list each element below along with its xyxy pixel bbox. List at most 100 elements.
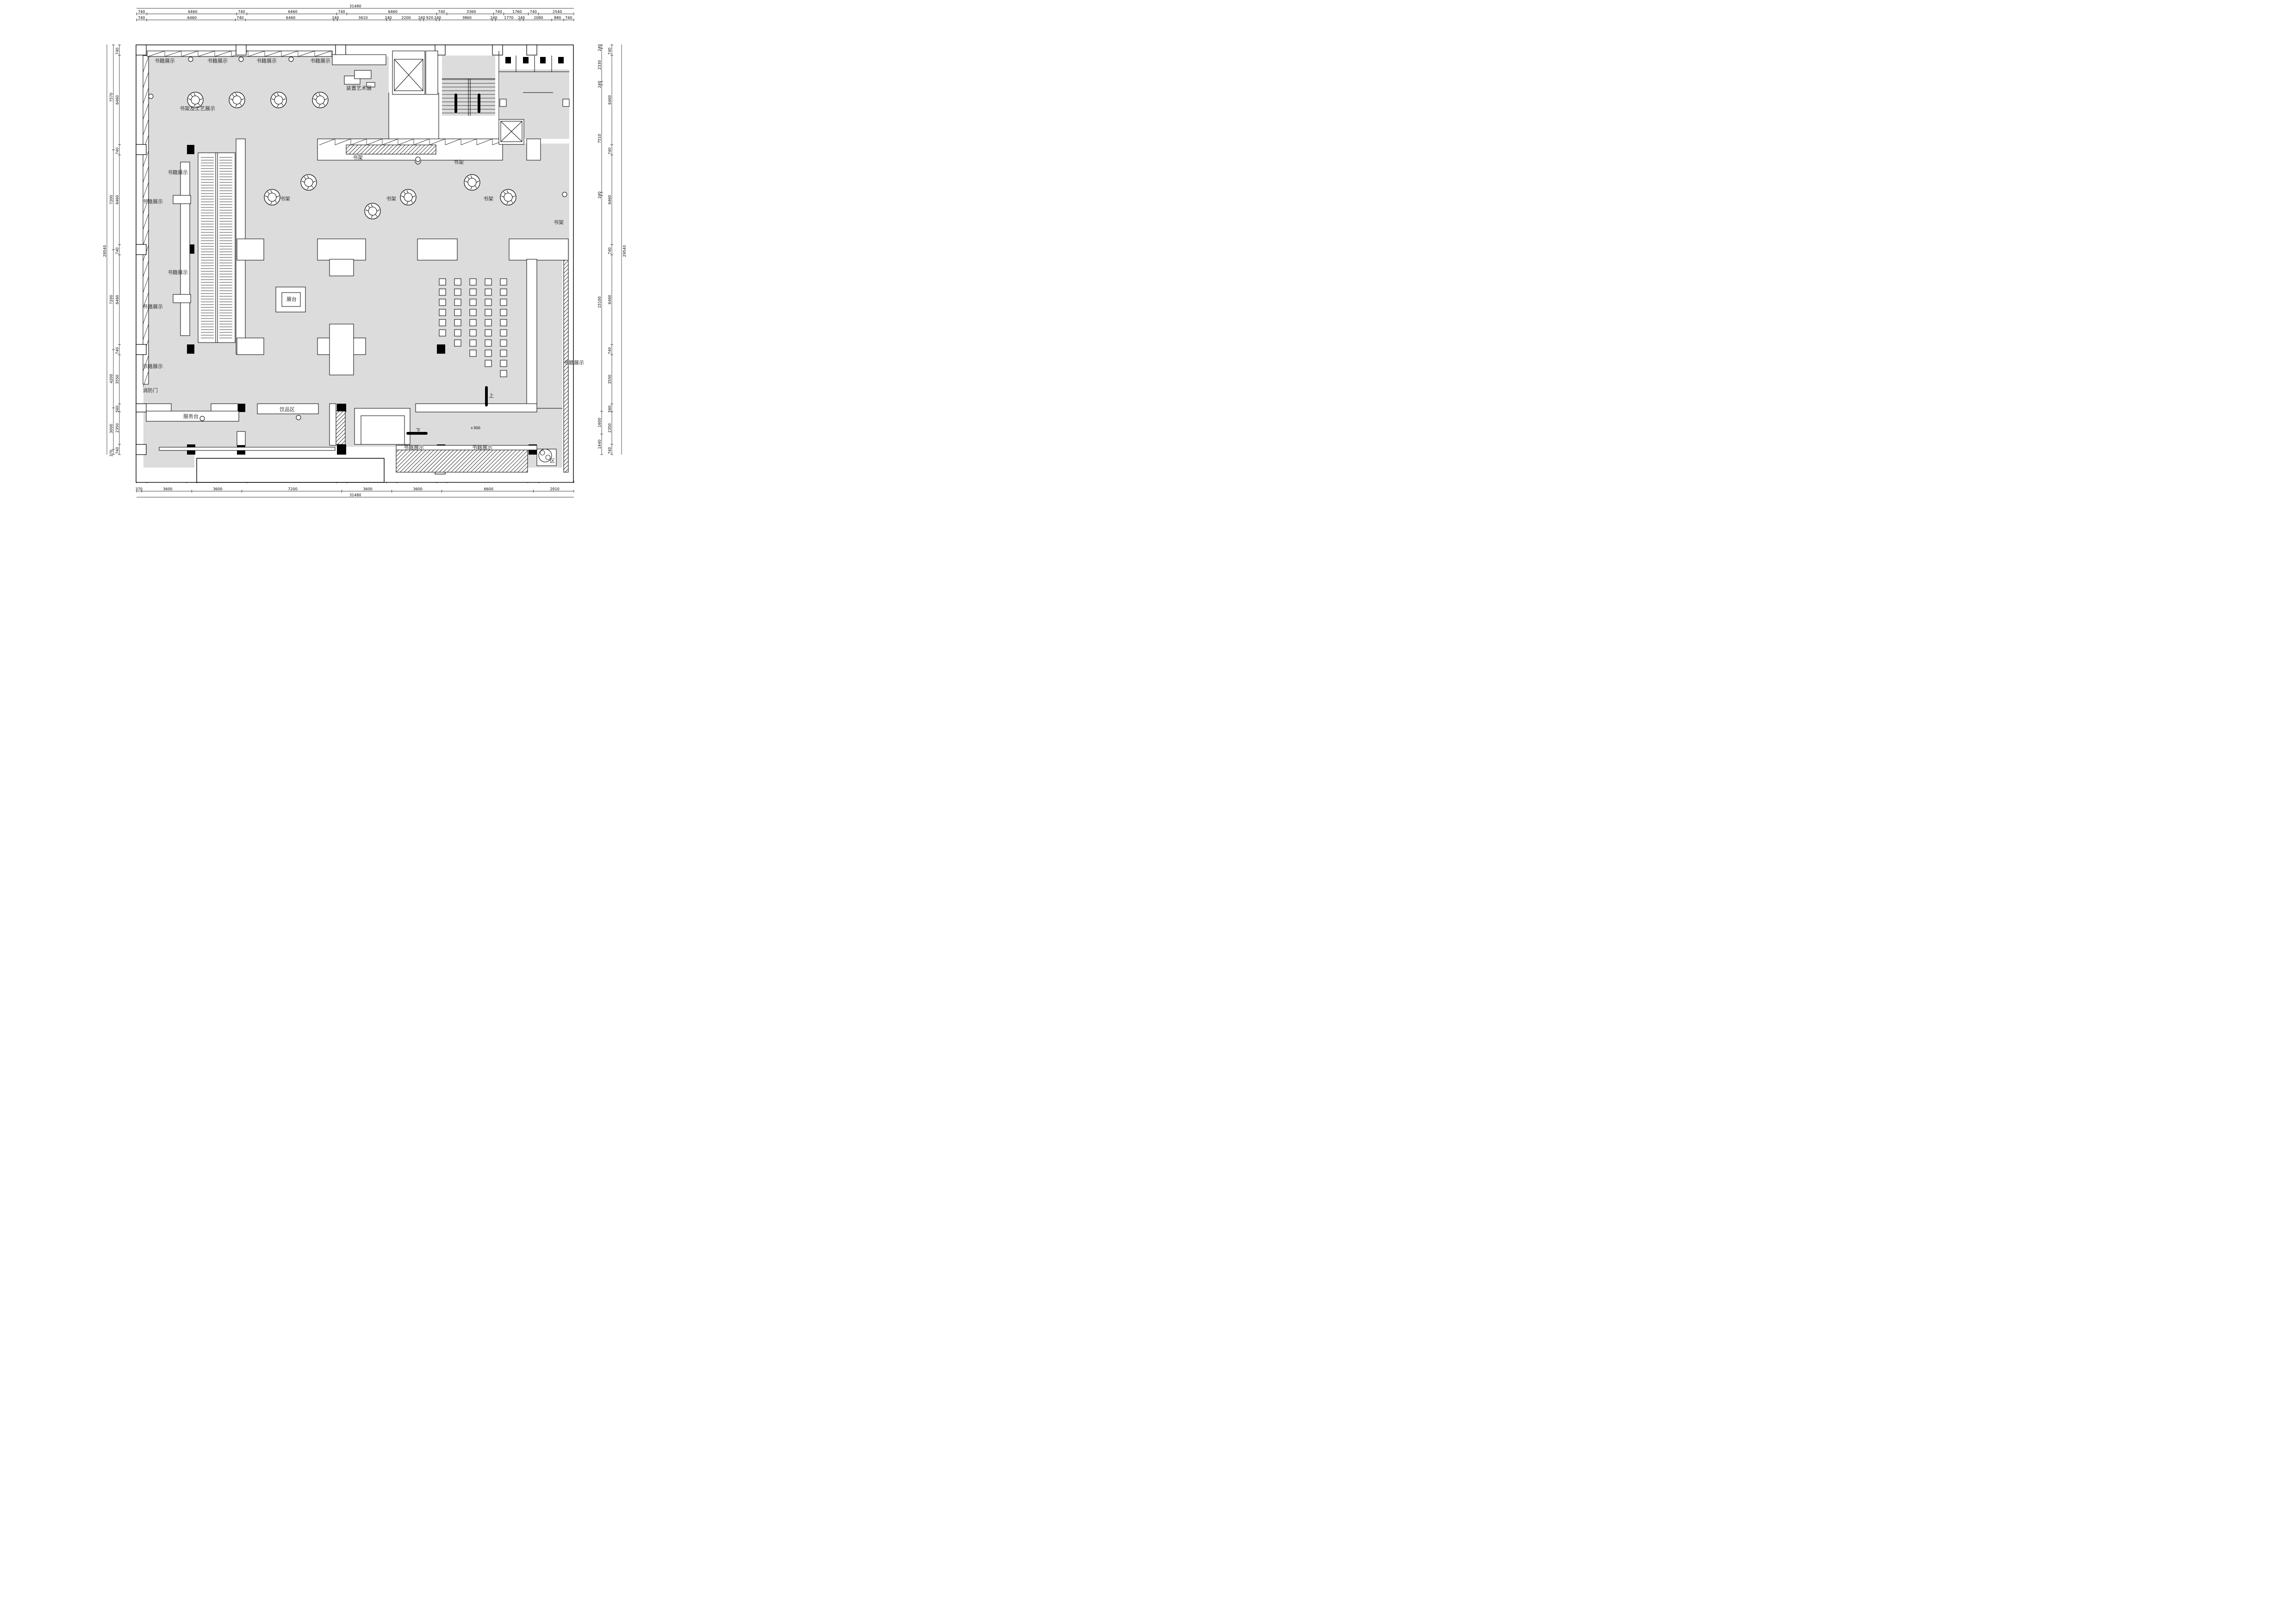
dimensions-left: 29540 7570 7200 7200 4200 3000 370 740 6460 740…: [103, 44, 121, 456]
lower-right-hatch: [396, 449, 528, 473]
person-icons: [199, 156, 567, 421]
label-book-display-2: 书籍展示: [207, 57, 228, 64]
dim-right-r2-1: 6460: [608, 95, 612, 105]
dim-top-r2-3: 6460: [286, 16, 295, 20]
ceiling-lights: [148, 56, 294, 99]
dim-right-r2-4: 740: [608, 247, 612, 254]
dim-top-r1-5: 6460: [388, 10, 397, 14]
dim-top-r1-4: 740: [338, 10, 345, 14]
dim-right-r2-6: 740: [608, 347, 612, 354]
dim-left-total: 29540: [103, 245, 107, 257]
dim-bot-r2-1: 3600: [163, 487, 172, 491]
dim-right-r1-3: 7510: [597, 134, 602, 143]
label-book-display-11: 书籍展示: [404, 444, 424, 450]
dim-right-r1-4: 240: [597, 192, 602, 199]
escalator: [198, 152, 236, 343]
dim-top-r1-3: 6460: [288, 10, 297, 14]
zone-label: 区: [550, 458, 555, 464]
label-book-display-1: 书籍展示: [155, 57, 175, 64]
top-wall-zigzag: [148, 50, 332, 57]
dim-bottom-total: 31480: [349, 493, 361, 497]
dim-right-r1-0: 240: [597, 44, 602, 51]
dim-top-r2-9: 920: [426, 16, 433, 20]
dim-left-r1-3: 4200: [109, 374, 113, 383]
label-shelf-craft: 书架及工艺展示: [180, 106, 215, 112]
left-pillar-shelf-arm-2: [173, 294, 191, 303]
dim-top-r2-11: 3860: [462, 16, 472, 20]
dim-left-r1-0: 7570: [109, 93, 113, 102]
dim-top-r1-7: 3360: [467, 10, 476, 14]
dim-top-r2-1: 6460: [187, 16, 197, 20]
dim-top-r2-6: 240: [385, 16, 392, 20]
dim-top-r2-10: 240: [434, 16, 441, 20]
dim-top-total: 31480: [349, 4, 361, 8]
dim-right-r2-5: 6460: [608, 295, 612, 304]
left-wall-shelving: [143, 55, 149, 385]
art-installation-box-3: [366, 82, 375, 87]
dim-left-r2-3: 6460: [115, 195, 119, 204]
dim-top-r2-14: 240: [518, 16, 525, 20]
dim-top-r2-15: 2080: [534, 16, 543, 20]
seating-grid: [439, 278, 507, 377]
dim-left-r2-7: 3550: [115, 375, 119, 384]
service-counter-top-2: [211, 403, 238, 412]
dim-left-r2-9: 2350: [115, 423, 119, 432]
dim-left-r2-2: 740: [115, 148, 119, 155]
dim-top-r2-13: 1770: [504, 16, 513, 20]
label-book-display-7: 书籍展示: [168, 269, 188, 275]
right-wall-hatch: [563, 259, 569, 473]
dim-top-r2-4: 240: [332, 16, 339, 20]
elevator-core: [332, 50, 524, 145]
left-pillar-shelf-arm-1: [173, 195, 191, 204]
lower-hatch-left: [336, 411, 346, 445]
dim-right-r2-9: 2350: [608, 423, 612, 432]
down-label: 下: [416, 428, 421, 434]
dim-bot-r2-7: 2910: [550, 487, 559, 491]
dim-bot-r2-0: 370: [136, 487, 143, 491]
label-book-display-9: 书籍展示: [143, 363, 163, 369]
dim-left-r1-1: 7200: [109, 195, 113, 204]
level-label: +300: [470, 426, 480, 430]
dim-top-r2-0: 740: [138, 16, 145, 20]
restroom: [498, 51, 570, 139]
dim-top-r1-9: 1760: [512, 10, 522, 14]
lower-bar: [159, 447, 336, 451]
dim-top-r2-2: 740: [236, 16, 243, 20]
ramp-down-marker: [406, 432, 428, 435]
dim-left-r1-4: 3000: [109, 424, 113, 433]
dim-bot-r2-2: 3600: [213, 487, 222, 491]
drink-counter: [257, 403, 319, 414]
dim-right-r2-10: 740: [608, 447, 612, 454]
dim-left-r2-8: 560: [115, 406, 119, 412]
dim-top-r1-11: 2540: [553, 10, 562, 14]
label-book-display-8: 书籍展示: [143, 303, 163, 310]
lower-partition: [415, 403, 537, 412]
dim-right-r2-2: 740: [608, 148, 612, 155]
dim-top-r2-5: 3610: [358, 16, 367, 20]
up-label: 上: [489, 393, 494, 399]
dim-bot-r2-6: 6600: [484, 487, 493, 491]
dim-bot-r2-5: 3600: [413, 487, 422, 491]
lower-right-shelf: [396, 445, 537, 450]
cross-shelf-row-middle: [236, 238, 569, 375]
dim-left-r2-10: 740: [115, 447, 119, 454]
dim-top-r1-1: 6460: [188, 10, 197, 14]
drink-area-label: 饮品区: [280, 406, 295, 412]
dim-left-r1-2: 7200: [109, 295, 113, 304]
plant-icon: [538, 449, 552, 462]
dim-right-r1-6: 1600: [597, 418, 602, 427]
display-stand-label: 展台: [286, 296, 297, 302]
service-desk-label: 服务台: [183, 413, 199, 419]
label-book-display-5: 书籍展示: [168, 169, 188, 175]
display-stand-inner: [281, 292, 301, 307]
dim-right-r2-8: 560: [608, 406, 612, 412]
dim-top-r2-12: 240: [490, 16, 497, 20]
dim-top-r1-2: 740: [238, 10, 245, 14]
dim-left-r1-5: 370: [109, 450, 113, 456]
